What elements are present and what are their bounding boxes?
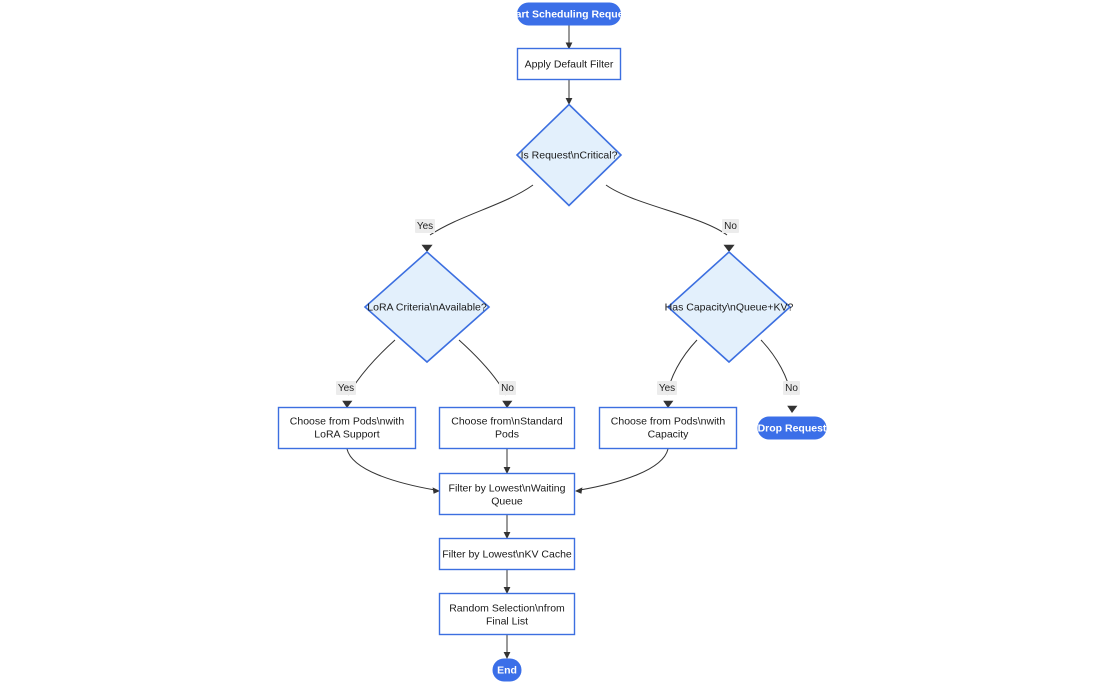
edge-has-capacity-yes (663, 339, 698, 408)
node-label: Drop Request (758, 422, 827, 434)
edge-is-critical-no (605, 184, 735, 252)
edge-choose-standard-to-filter-queue (503, 449, 511, 474)
node-label: Choose from Pods\nwith (611, 415, 726, 427)
node-drop-request[interactable]: Drop Request (757, 416, 827, 440)
edge-label-has-capacity-yes: Yes (657, 381, 677, 395)
node-label: Choose from Pods\nwith (290, 415, 405, 427)
node-filter-by-lowest-waiting-queue[interactable]: Filter by Lowest\nWaiting Queue (438, 472, 576, 516)
edge-is-critical-yes (421, 184, 534, 252)
edge-layer (342, 25, 798, 659)
node-label: Start Scheduling Request (505, 8, 633, 20)
node-label-line2: Capacity (648, 428, 690, 440)
node-label: End (497, 664, 517, 676)
edge-apply-filter-to-is-critical (565, 80, 573, 105)
node-label-line2: Pods (495, 428, 519, 440)
edge-label-is-critical-no: No (722, 219, 739, 233)
node-start-scheduling-request[interactable]: Start Scheduling Request (505, 2, 633, 26)
node-label: Random Selection\nfrom (449, 602, 565, 614)
edge-random-selection-to-end (503, 635, 511, 659)
edge-has-capacity-no (760, 339, 798, 413)
node-layer: Start Scheduling Request Apply Default F… (277, 2, 827, 682)
edge-filter-kv-to-random-selection (503, 570, 511, 594)
node-has-capacity-queue-kv[interactable]: Has Capacity\nQueue+KV? (665, 250, 794, 364)
edge-label-text: No (785, 383, 798, 394)
edge-label-text: Yes (338, 383, 354, 394)
node-is-request-critical[interactable]: Is Request\nCritical? (515, 103, 623, 207)
node-label: Apply Default Filter (525, 58, 614, 70)
edge-filter-queue-to-filter-kv (503, 515, 511, 539)
node-label: Has Capacity\nQueue+KV? (665, 301, 794, 313)
node-label: Is Request\nCritical? (521, 149, 618, 161)
node-lora-criteria-available[interactable]: LoRA Criteria\nAvailable? (363, 250, 491, 364)
node-apply-default-filter[interactable]: Apply Default Filter (516, 47, 622, 81)
edge-start-to-apply-filter (565, 25, 573, 50)
edge-label-text: Yes (659, 383, 675, 394)
edge-label-has-capacity-no: No (783, 381, 800, 395)
edge-choose-lora-to-filter-queue (346, 448, 440, 494)
edge-label-text: Yes (417, 221, 433, 232)
edge-label-lora-criteria-yes: Yes (336, 381, 356, 395)
node-label-line2: Final List (486, 615, 528, 627)
edge-label-layer: Yes No Yes No Yes No (336, 219, 800, 395)
node-label: LoRA Criteria\nAvailable? (367, 301, 487, 313)
node-label-line2: Queue (491, 495, 523, 507)
node-label: Choose from\nStandard (451, 415, 563, 427)
node-label: Filter by Lowest\nWaiting (449, 482, 566, 494)
node-label-line2: LoRA Support (314, 428, 379, 440)
node-end[interactable]: End (492, 658, 522, 682)
node-choose-from-pods-with-capacity[interactable]: Choose from Pods\nwith Capacity (598, 406, 738, 450)
edge-label-is-critical-yes: Yes (415, 219, 435, 233)
edge-choose-capacity-to-filter-queue (575, 448, 669, 494)
edge-lora-criteria-yes (342, 339, 396, 408)
node-random-selection-from-final-list[interactable]: Random Selection\nfrom Final List (438, 592, 576, 636)
edge-lora-criteria-no (458, 339, 513, 408)
edge-label-text: No (724, 221, 737, 232)
node-choose-from-standard-pods[interactable]: Choose from\nStandard Pods (438, 406, 576, 450)
node-label: Filter by Lowest\nKV Cache (442, 548, 572, 560)
edge-label-text: No (501, 383, 514, 394)
edge-label-lora-criteria-no: No (499, 381, 516, 395)
node-filter-by-lowest-kv-cache[interactable]: Filter by Lowest\nKV Cache (438, 537, 576, 571)
node-choose-from-pods-with-lora-support[interactable]: Choose from Pods\nwith LoRA Support (277, 406, 417, 450)
